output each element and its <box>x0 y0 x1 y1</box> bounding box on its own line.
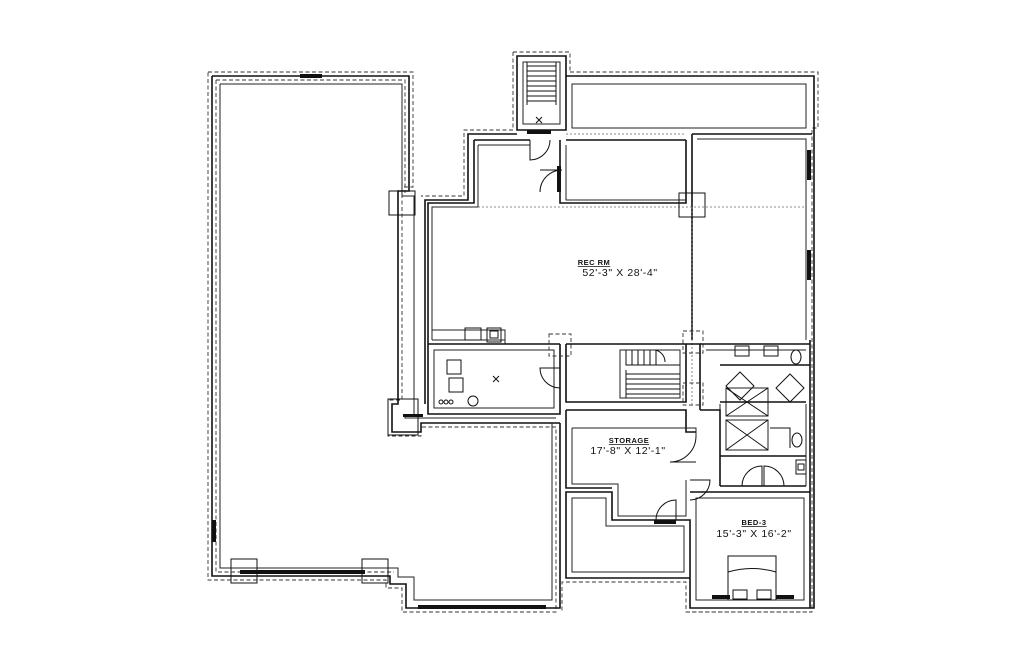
door-top <box>529 139 563 193</box>
bedroom-label: BED-3 <box>741 518 766 527</box>
unfinished-area <box>571 497 685 573</box>
rec-room-bar <box>428 327 560 345</box>
exterior-stair <box>512 51 571 134</box>
storage-dimensions: 17'-8" X 12'-1" <box>590 445 665 457</box>
bath-area <box>700 343 810 487</box>
mechanical-room <box>427 333 572 415</box>
bedroom-dimensions: 15'-3" X 16'-2" <box>716 528 791 540</box>
rec-room-dimensions: 52'-3" X 28'-4" <box>582 267 657 279</box>
storage-label: STORAGE <box>609 436 649 445</box>
garage-walls <box>207 71 561 613</box>
interior-stair <box>565 330 704 410</box>
rec-room-label: REC RM <box>578 258 611 267</box>
storage-room <box>565 409 711 524</box>
bedroom-3 <box>686 491 812 613</box>
